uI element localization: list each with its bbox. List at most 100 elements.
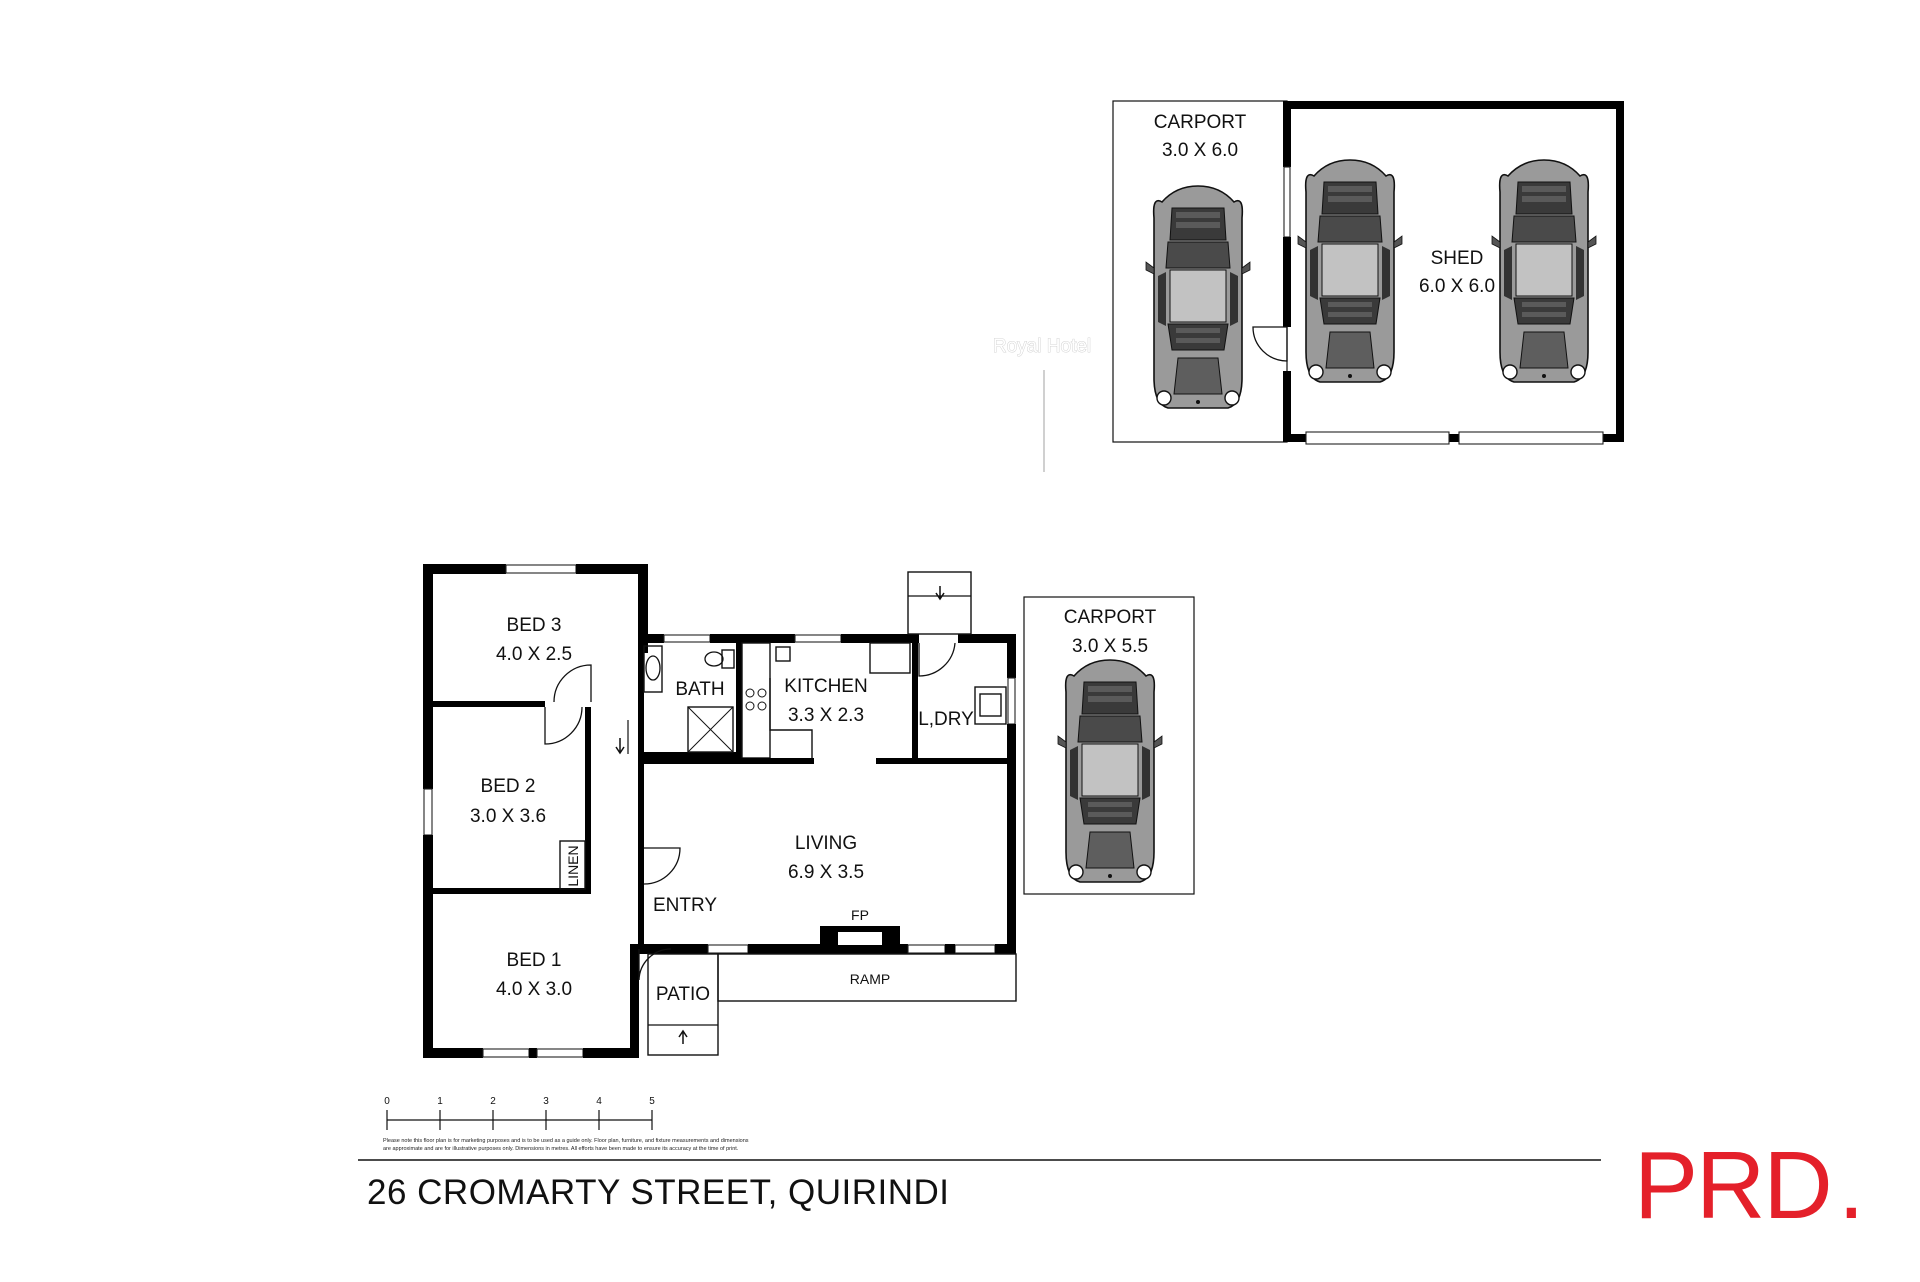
- patio-label: PATIO: [656, 984, 710, 1005]
- shed-door: [1252, 326, 1288, 362]
- house-wall: [583, 1048, 639, 1058]
- entry-arrow-icon: [615, 738, 625, 755]
- ramp-outline: [717, 953, 1017, 1002]
- house-wall: [958, 634, 1015, 643]
- toilet-icon: [704, 651, 724, 667]
- kitchen-size: 3.3 X 2.3: [788, 705, 864, 726]
- shower-icon: [687, 706, 734, 753]
- house-wall: [423, 564, 433, 789]
- shed-window: [1283, 166, 1291, 238]
- window: [482, 1048, 530, 1058]
- bed1-size: 4.0 X 3.0: [496, 979, 572, 1000]
- window: [663, 634, 711, 643]
- side-carport-label: CARPORT: [1064, 607, 1157, 628]
- fireplace-label: FP: [851, 907, 869, 923]
- basin-counter: [643, 645, 663, 693]
- laundry-label: L,DRY: [918, 709, 974, 730]
- car-icon: [1057, 659, 1163, 883]
- house-wall: [1007, 724, 1016, 954]
- linen-cupboard: [559, 840, 586, 890]
- car-icon: [1297, 159, 1403, 383]
- interior-wall: [736, 643, 742, 758]
- interior-wall: [638, 848, 644, 944]
- bed2-label: BED 2: [481, 776, 536, 797]
- interior-wall: [638, 643, 644, 758]
- shower-cross: [687, 706, 734, 753]
- disclaimer-line: Please note this floor plan is for marke…: [383, 1138, 749, 1144]
- living-label: LIVING: [795, 833, 857, 854]
- scale-tick-label: 1: [437, 1096, 443, 1107]
- scale-tick-label: 5: [649, 1096, 655, 1107]
- laundry-door: [918, 642, 956, 677]
- bed1-label: BED 1: [507, 950, 562, 971]
- kitchen-counter: [741, 642, 771, 759]
- bed3-label: BED 3: [507, 615, 562, 636]
- carport-top-size: 3.0 X 6.0: [1162, 140, 1238, 161]
- entry-arrow-icon: [935, 586, 945, 601]
- bath-label: BATH: [675, 679, 724, 700]
- scale-tick-label: 2: [490, 1096, 496, 1107]
- house: FP LINEN: [423, 564, 1017, 1058]
- interior-wall: [423, 888, 589, 894]
- roller-door: [1305, 431, 1450, 445]
- laundry-tub-inner: [979, 693, 1002, 717]
- house-wall: [841, 634, 919, 643]
- house-wall: [710, 634, 795, 643]
- brand-dot: .: [1838, 1132, 1863, 1239]
- ramp-label: RAMP: [850, 971, 890, 987]
- scale-tick-label: 4: [596, 1096, 602, 1107]
- fridge-space: [869, 642, 911, 674]
- interior-wall: [876, 758, 1016, 764]
- interior-wall: [644, 758, 814, 764]
- window: [907, 944, 946, 954]
- brand-wordmark: PRD: [1634, 1132, 1831, 1239]
- window: [794, 634, 842, 643]
- linen-label: LINEN: [565, 845, 581, 886]
- shed-wall: [1283, 434, 1624, 442]
- car-icon: [1491, 159, 1597, 383]
- laundry-step: [907, 571, 972, 635]
- garage-block: CARPORT 3.0 X 6.0 SHED 6.0 X 6.0: [1112, 100, 1624, 445]
- window: [954, 944, 996, 954]
- royal-hotel-watermark: Royal Hotel: [993, 336, 1091, 357]
- bed3-size: 4.0 X 2.5: [496, 644, 572, 665]
- scale-tick-label: 3: [543, 1096, 549, 1107]
- toilet-cistern: [721, 649, 735, 669]
- carport-top-label: CARPORT: [1154, 112, 1247, 133]
- side-carport-size: 3.0 X 5.5: [1072, 636, 1148, 657]
- shed-wall: [1616, 101, 1624, 442]
- entry-label: ENTRY: [653, 895, 717, 916]
- interior-wall: [585, 851, 591, 894]
- living-door: [643, 847, 681, 885]
- disclaimer-line: are approximate and are for illustrative…: [383, 1146, 739, 1152]
- car-icon: [1145, 185, 1251, 409]
- window: [505, 564, 577, 574]
- house-wall: [423, 1048, 483, 1058]
- house-wall: [638, 944, 708, 954]
- house-wall: [423, 835, 433, 1058]
- basin-icon: [645, 655, 661, 681]
- kitchen-sink: [775, 646, 791, 662]
- house-wall: [638, 564, 648, 643]
- laundry-tub-icon: [974, 686, 1007, 725]
- patio-outline: [647, 953, 719, 1056]
- bed2-size: 3.0 X 3.6: [470, 806, 546, 827]
- house-wall: [638, 634, 664, 643]
- house-wall: [423, 564, 506, 574]
- fireplace-hearth: [838, 932, 882, 945]
- property-address: 26 CROMARTY STREET, QUIRINDI: [367, 1173, 950, 1212]
- entry-arrow-icon: [678, 1029, 688, 1044]
- interior-wall: [423, 701, 545, 707]
- living-size: 6.9 X 3.5: [788, 862, 864, 883]
- house-wall: [576, 564, 648, 574]
- house-wall: [995, 944, 1016, 954]
- house-wall: [945, 944, 955, 954]
- house-wall: [1007, 634, 1016, 678]
- shed-wall: [1283, 101, 1291, 167]
- side-carport: CARPORT 3.0 X 5.5: [1023, 596, 1195, 895]
- window: [423, 788, 433, 836]
- shed-size: 6.0 X 6.0: [1419, 276, 1495, 297]
- shed-label: SHED: [1431, 248, 1484, 269]
- interior-wall: [638, 752, 742, 758]
